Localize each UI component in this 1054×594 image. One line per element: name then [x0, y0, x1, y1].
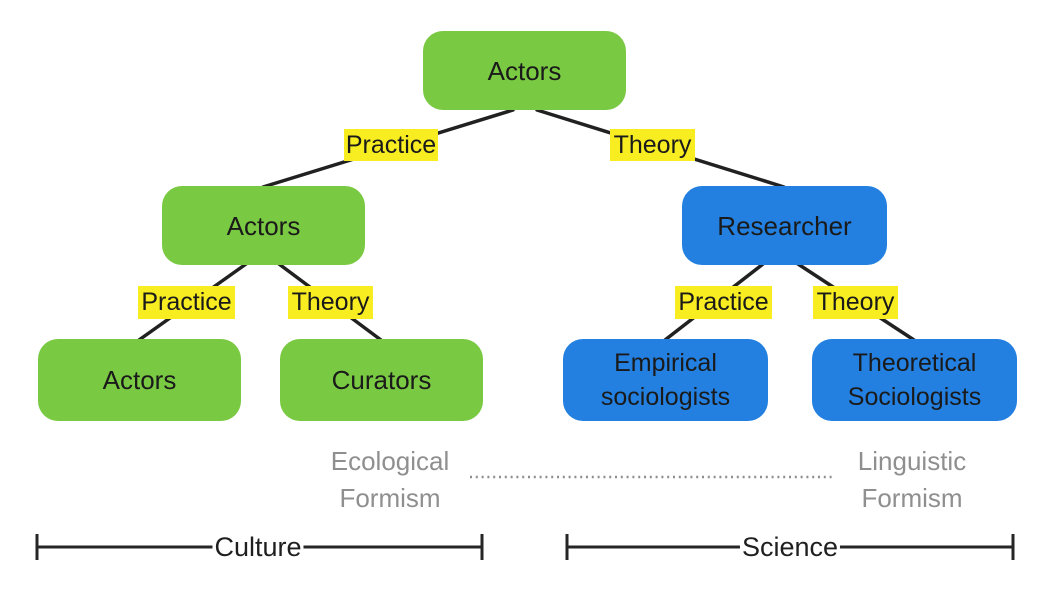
node-researcher: Researcher [682, 186, 887, 265]
culture-label: Culture [212, 532, 304, 562]
node-label-line2: Sociologists [847, 383, 982, 411]
edge-label-actors-practice: Practice [138, 286, 235, 319]
node-actors-leaf: Actors [38, 339, 241, 421]
science-label: Science [739, 532, 841, 562]
edge-label-root-practice: Practice [344, 129, 438, 161]
paradigm-label-line1: Linguistic [857, 446, 967, 476]
node-label-line1: Theoretical [852, 349, 977, 377]
node-theoretical-sociologists: Theoretical Sociologists [812, 339, 1017, 421]
edge-label-actors-theory: Theory [288, 286, 373, 319]
edge-label-text: Theory [816, 288, 895, 316]
paradigm-label-linguistic-formism: Linguistic Formism [812, 443, 1012, 517]
edge-label-text: Practice [345, 130, 437, 159]
paradigm-label-line2: Formism [861, 483, 963, 513]
node-label: Actors [487, 55, 562, 86]
edge-label-text: Theory [613, 130, 692, 159]
node-label: Actors [226, 210, 301, 241]
node-label-line2: sociologists [600, 383, 731, 411]
paradigm-label-ecological-formism: Ecological Formism [290, 443, 490, 517]
node-label: Curators [331, 365, 432, 395]
node-label: Researcher [717, 210, 852, 241]
node-label: Actors [102, 365, 177, 395]
edge-label-root-theory: Theory [610, 129, 695, 161]
node-actors-root: Actors [423, 31, 626, 110]
edge-label-researcher-practice: Practice [675, 286, 772, 319]
paradigm-label-line1: Ecological [330, 446, 450, 476]
node-curators: Curators [280, 339, 483, 421]
node-label-line1: Empirical [614, 349, 717, 377]
node-actors-middle: Actors [162, 186, 365, 265]
edge-label-text: Theory [291, 288, 370, 316]
edge-label-researcher-theory: Theory [813, 286, 898, 319]
paradigm-label-line2: Formism [339, 483, 441, 513]
edge-label-text: Practice [678, 288, 769, 316]
edge-label-text: Practice [141, 288, 232, 316]
node-empirical-sociologists: Empirical sociologists [563, 339, 768, 421]
